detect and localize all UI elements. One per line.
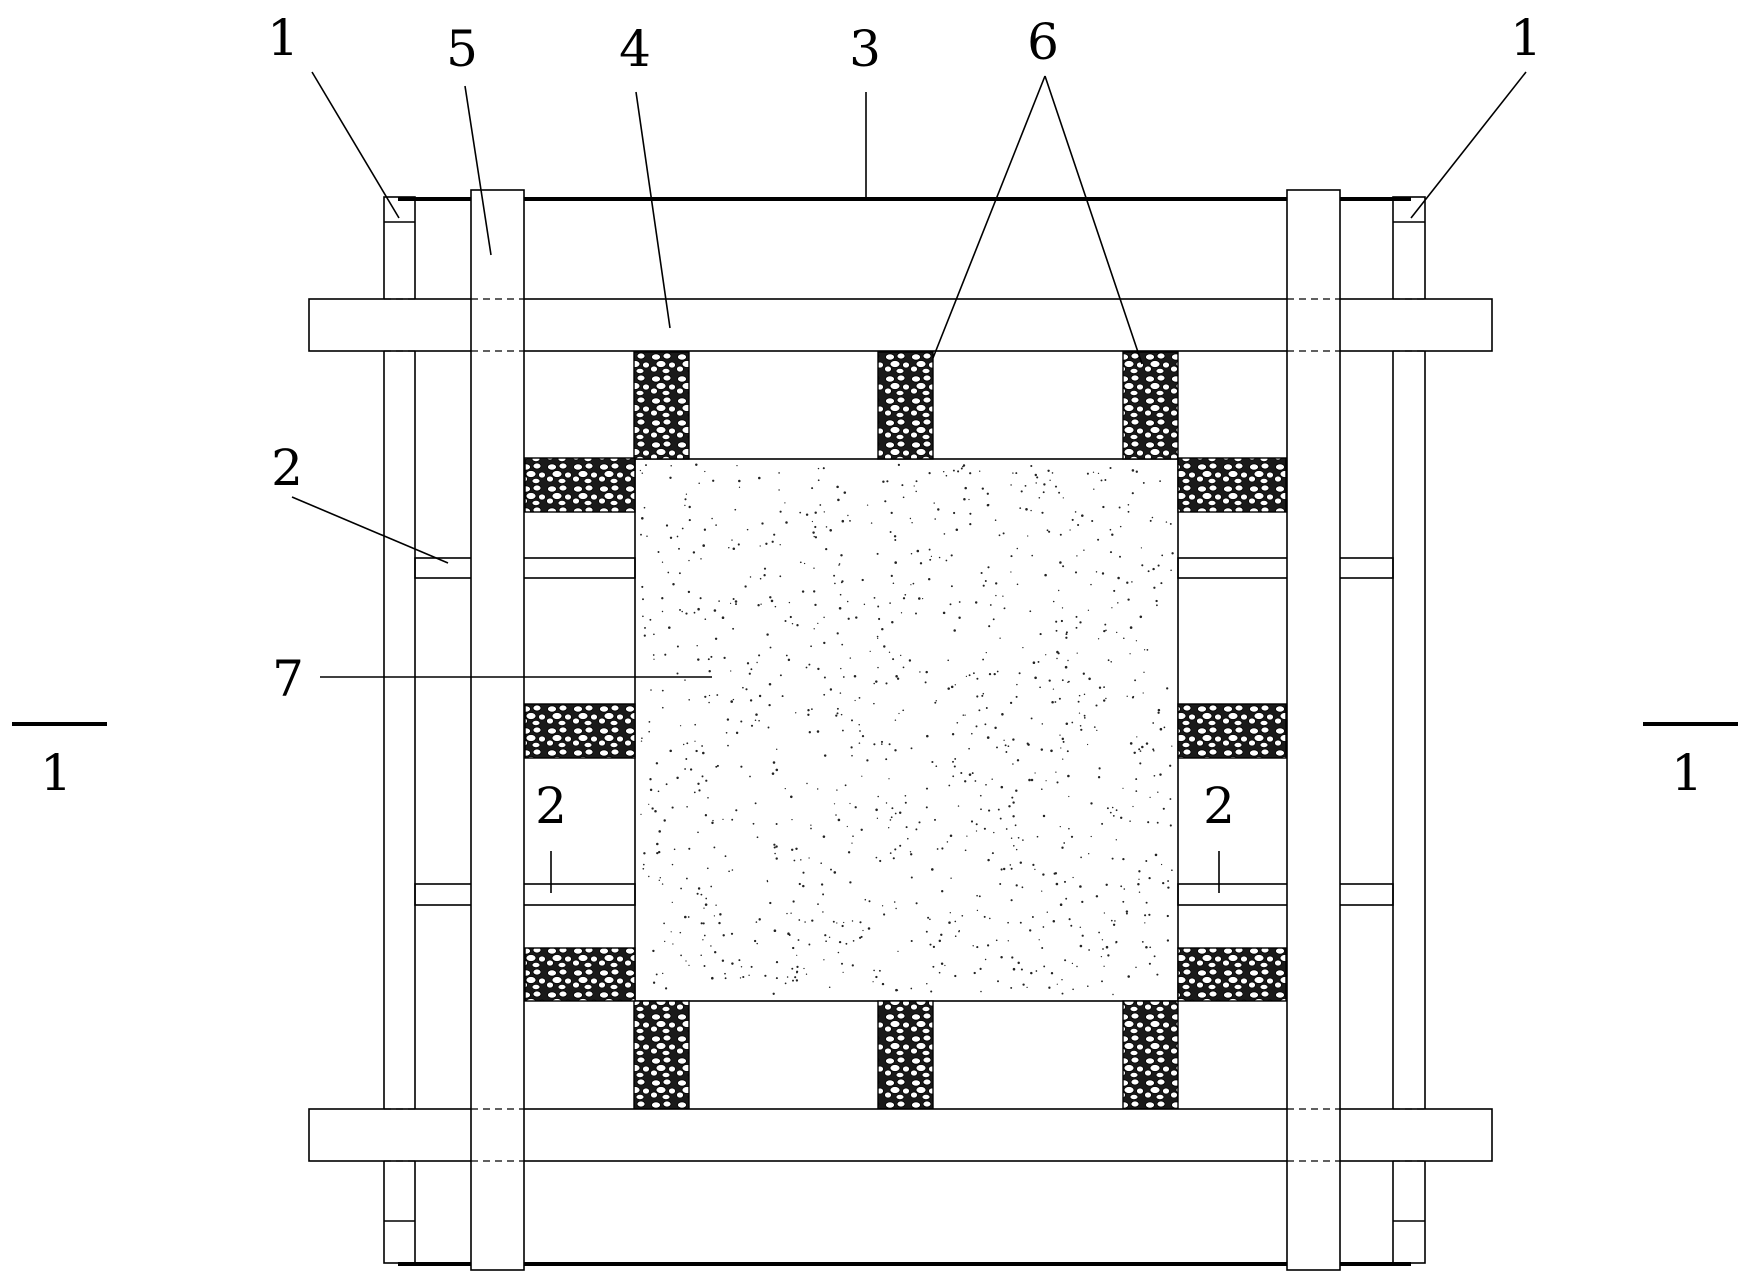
gravel-block	[633, 351, 690, 460]
gravel-block	[1177, 703, 1287, 759]
core-speckles	[639, 463, 1174, 996]
gravel-blocks	[524, 351, 1287, 1110]
gravel-block	[524, 703, 636, 759]
label-2-upper: 2	[271, 439, 303, 497]
label-2-lower-left: 2	[535, 777, 567, 835]
section-label-right: 1	[1671, 744, 1703, 802]
core-block	[634, 458, 1179, 1002]
vertical-posts	[470, 189, 1341, 1271]
gravel-block	[877, 351, 934, 460]
label-2-lower-right: 2	[1203, 777, 1235, 835]
gravel-block	[1177, 947, 1287, 1002]
label-4: 4	[619, 20, 651, 78]
label-3: 3	[849, 20, 881, 78]
gravel-block	[1122, 351, 1179, 460]
label-1-right: 1	[1510, 9, 1542, 67]
gravel-block	[877, 1000, 934, 1110]
hidden-lines	[384, 298, 1425, 1162]
label-7: 7	[272, 650, 304, 708]
label-5: 5	[446, 20, 478, 78]
gravel-block	[524, 457, 636, 513]
gravel-block	[633, 1000, 690, 1110]
gravel-block	[1177, 457, 1287, 513]
label-6: 6	[1027, 13, 1059, 71]
leader-lines	[291, 71, 1527, 893]
label-1-left: 1	[267, 9, 299, 67]
section-label-left: 1	[40, 744, 72, 802]
gravel-block	[1122, 1000, 1179, 1110]
gravel-block	[524, 947, 636, 1002]
